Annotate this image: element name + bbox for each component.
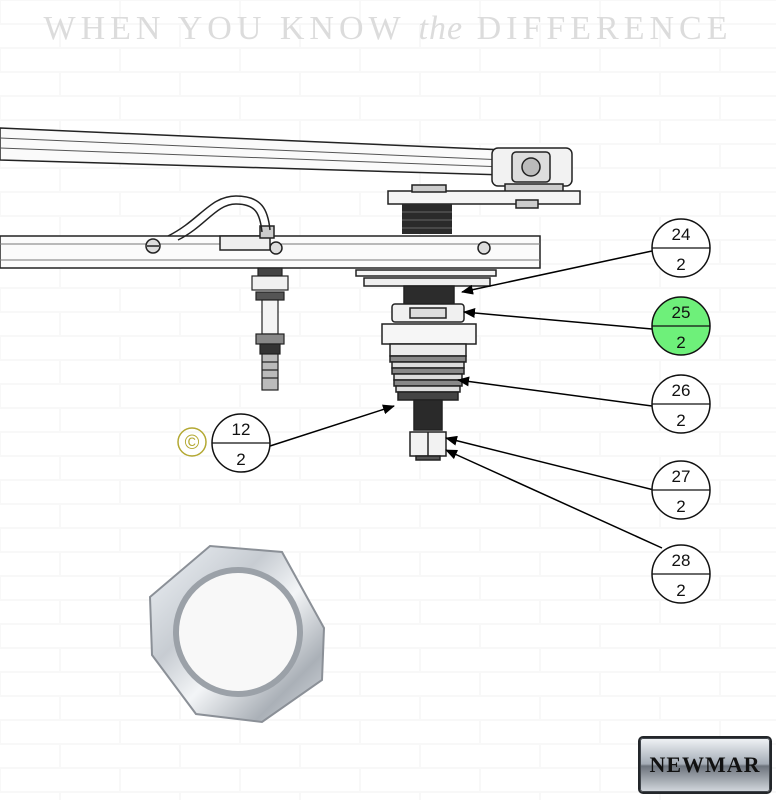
hose <box>167 195 271 241</box>
callout-item-number: 27 <box>672 467 691 486</box>
callout-quantity: 2 <box>676 581 685 600</box>
tagline-part-3: DIFFERENCE <box>476 10 733 47</box>
callout-quantity: 2 <box>676 497 685 516</box>
callout-26: 26 2 <box>651 374 711 434</box>
callout-quantity: 2 <box>676 333 685 352</box>
callout-24: 24 2 <box>651 218 711 278</box>
left-fitting <box>251 267 289 391</box>
newmar-logo: NEWMAR <box>640 738 770 792</box>
callout-25: 25 2 <box>651 296 711 356</box>
lower-assembly <box>381 323 477 461</box>
upper-arm <box>0 127 573 199</box>
hex-nut-photo <box>148 544 326 724</box>
leader-24 <box>461 250 653 295</box>
actuator-body <box>402 204 452 234</box>
callout-12: 12 2 <box>211 413 271 473</box>
leader-25 <box>463 308 653 330</box>
leader-12 <box>269 404 395 447</box>
callout-quantity: 2 <box>676 255 685 274</box>
tagline-part-2: the <box>418 10 464 47</box>
callout-27: 27 2 <box>651 460 711 520</box>
tagline-part-1: WHEN YOU KNOW <box>43 10 406 47</box>
leader-lines <box>269 250 663 549</box>
svg-text:©: © <box>185 432 200 454</box>
tagline-header: WHEN YOU KNOW the DIFFERENCE <box>0 10 776 48</box>
callout-item-number: 26 <box>672 381 691 400</box>
leader-26 <box>457 376 653 407</box>
callout-item-number: 24 <box>672 225 691 244</box>
logo-text: NEWMAR <box>649 752 761 777</box>
callout-balloons: 24 2 25 2 26 2 12 2 27 2 28 2 <box>211 218 711 604</box>
leader-28 <box>445 449 663 549</box>
frame-bar <box>0 225 541 269</box>
callout-item-number: 12 <box>232 420 251 439</box>
leader-27 <box>445 435 655 491</box>
mounting-plate <box>387 184 581 209</box>
callout-item-number: 25 <box>672 303 691 322</box>
callout-item-number: 28 <box>672 551 691 570</box>
callout-quantity: 2 <box>676 411 685 430</box>
callout-28: 28 2 <box>651 544 711 604</box>
callout-quantity: 2 <box>236 450 245 469</box>
washer-stack <box>355 269 497 323</box>
copyright-icon: © <box>177 427 207 457</box>
